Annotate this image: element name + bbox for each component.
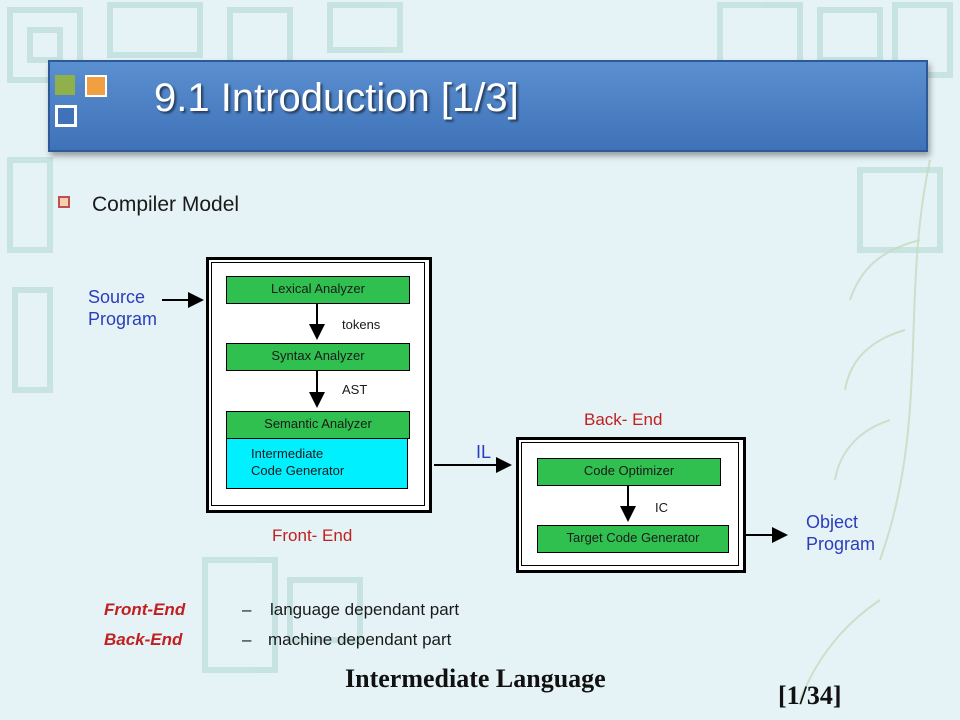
front-end-label: Front- End — [272, 526, 353, 545]
title-square-orange-icon — [85, 75, 107, 97]
bullet-compiler-model: Compiler Model — [92, 193, 240, 216]
semantic-analyzer-box: Semantic Analyzer — [226, 411, 410, 439]
front-end-inner-frame — [211, 262, 425, 506]
code-optimizer-box: Code Optimizer — [537, 458, 721, 486]
back-end-label: Back- End — [584, 410, 663, 429]
slide-title: 9.1 Introduction [1/3] — [154, 76, 519, 120]
legend-back-end-desc: machine dependant part — [268, 630, 452, 649]
page-number: [1/34] — [778, 681, 842, 710]
title-bar — [48, 60, 928, 152]
target-code-generator-box: Target Code Generator — [537, 525, 729, 553]
tokens-edge-label: tokens — [342, 317, 381, 332]
intermediate-code-generator-box: Intermediate Code Generator — [226, 438, 408, 489]
title-square-green-icon — [55, 75, 75, 95]
legend-front-end-dash: – — [242, 600, 252, 619]
back-end-inner-frame — [521, 442, 739, 566]
legend-back-end-dash: – — [242, 630, 252, 649]
legend-front-end-desc: language dependant part — [270, 600, 460, 619]
ast-edge-label: AST — [342, 382, 368, 397]
footer-title: Intermediate Language — [345, 664, 606, 693]
syntax-analyzer-box: Syntax Analyzer — [226, 343, 410, 371]
legend-back-end-term: Back-End — [104, 630, 183, 649]
il-label: IL — [476, 442, 492, 462]
legend-front-end-term: Front-End — [104, 600, 186, 619]
object-program-label: Object Program — [806, 512, 876, 554]
title-square-blue-icon — [55, 105, 77, 127]
ic-edge-label: IC — [655, 500, 668, 515]
lexical-analyzer-box: Lexical Analyzer — [226, 276, 410, 304]
bullet-square-icon — [58, 196, 70, 208]
source-program-label: Source Program — [88, 287, 158, 329]
